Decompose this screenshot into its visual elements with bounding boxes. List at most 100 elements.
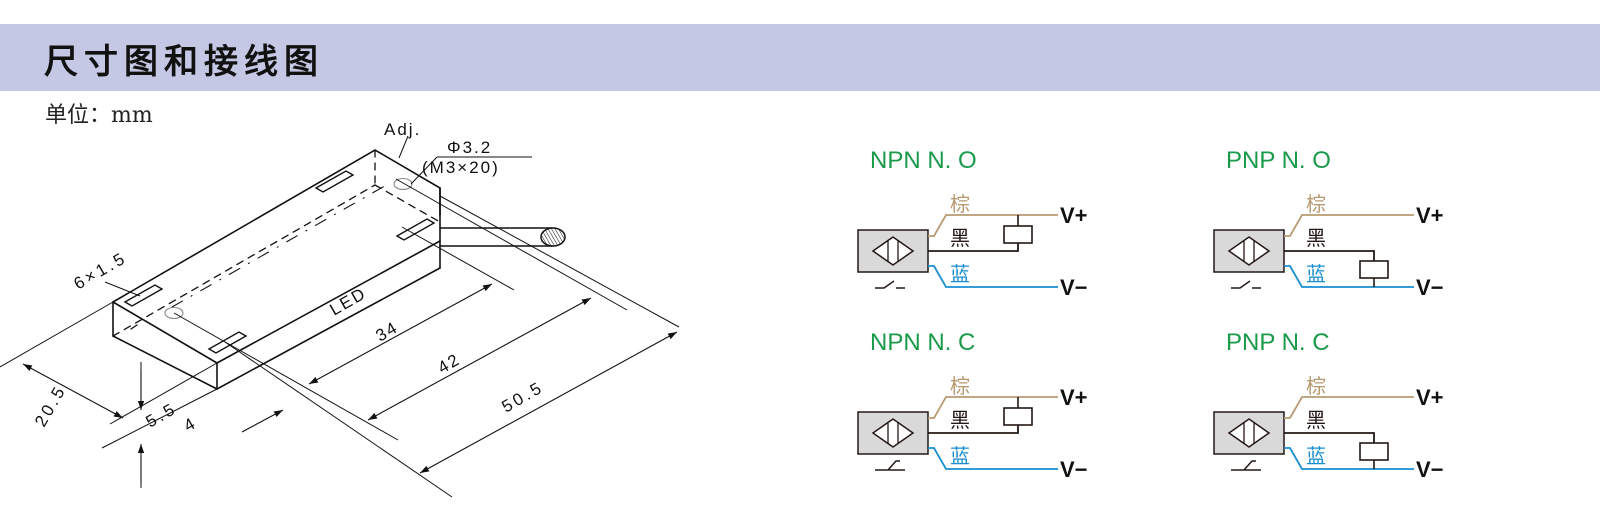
brown-wire <box>1284 396 1414 419</box>
load-relay-icon <box>1359 442 1389 461</box>
wiring-diagram-pnp-no: PNP N. O 棕蓝黑 V+ V− <box>1213 147 1444 300</box>
leader-adj <box>398 135 409 159</box>
wire-label-brown: 棕 <box>1306 374 1326 398</box>
wiring-diagram-title: NPN N. C <box>870 329 975 356</box>
black-wire <box>1284 250 1375 261</box>
label-length-34: 34 <box>373 318 402 346</box>
label-height-5-5: 5.5 <box>143 399 181 432</box>
ext-slot-front <box>224 341 453 498</box>
brown-wire <box>928 214 1058 237</box>
wire-label-blue: 蓝 <box>1306 262 1326 286</box>
supply-label-positive: V+ <box>1416 385 1444 410</box>
wiring-diagram-npn-nc: NPN N. C 棕蓝黑 V+ V− <box>857 329 1088 482</box>
adjust-hole-front <box>164 306 184 320</box>
body-front-top-edge <box>112 301 218 364</box>
supply-label-negative: V− <box>1416 275 1444 300</box>
normally-open-contact-icon <box>1231 280 1261 289</box>
wire-label-black: 黑 <box>950 226 970 250</box>
ext-left-width <box>0 301 114 368</box>
body-long-bottom-edge <box>216 267 441 390</box>
hidden-edge-back-bottom <box>112 184 376 337</box>
load-relay-icon <box>1359 260 1389 279</box>
black-wire <box>1284 432 1375 443</box>
hidden-edge-right-bottom <box>374 184 441 223</box>
body-front-bottom-edge <box>112 335 218 390</box>
ext-cable-slot <box>401 226 515 291</box>
label-length-42: 42 <box>435 350 464 378</box>
blue-wire <box>1284 447 1414 470</box>
label-screw-size: (M3×20) <box>422 158 500 177</box>
ext-hole-back <box>395 178 628 311</box>
leader-slot <box>104 281 141 297</box>
dim-line-42 <box>367 297 592 421</box>
label-adj: Adj. <box>384 120 421 139</box>
brown-wire <box>928 396 1058 419</box>
proximity-diamond-icon <box>1227 418 1271 448</box>
dimension-labels: Adj. Φ3.2 (M3×20) 6×1.5 LED 20.5 5.5 4 3… <box>31 120 547 435</box>
wire-label-brown: 棕 <box>950 192 970 216</box>
wire-label-blue: 蓝 <box>950 262 970 286</box>
section-title: 尺寸图和接线图 <box>44 42 324 82</box>
wire-label-blue: 蓝 <box>950 444 970 468</box>
proximity-diamond-icon <box>1227 236 1271 266</box>
wire-label-black: 黑 <box>1306 408 1326 432</box>
ext-hole-centerline <box>173 312 399 441</box>
wire-label-black: 黑 <box>1306 226 1326 250</box>
black-wire <box>928 243 1019 252</box>
wiring-diagram-npn-no: NPN N. O 棕蓝黑 V+ V− <box>857 147 1088 300</box>
mounting-slot-back-left <box>314 170 355 193</box>
black-wire <box>928 425 1019 434</box>
wiring-diagram-pnp-nc: PNP N. C 棕蓝黑 V+ V− <box>1213 329 1444 482</box>
supply-label-negative: V− <box>1416 457 1444 482</box>
ext-cable-end <box>439 195 680 328</box>
label-offset-4: 4 <box>181 414 199 435</box>
blue-wire <box>928 265 1058 288</box>
mounting-slot-front-left <box>123 284 164 307</box>
leader-hole <box>410 156 438 185</box>
body-top-face <box>112 149 441 303</box>
wiring-diagram-title: PNP N. O <box>1226 147 1331 174</box>
normally-closed-contact-icon <box>875 460 905 471</box>
normally-closed-contact-icon <box>1231 460 1261 471</box>
supply-label-positive: V+ <box>1416 203 1444 228</box>
brown-wire <box>1284 214 1414 237</box>
dim-line-50-5 <box>419 331 678 474</box>
supply-label-positive: V+ <box>1060 385 1088 410</box>
wiring-diagram-title: NPN N. O <box>870 147 977 174</box>
ext-front-bottom-2 <box>101 388 218 449</box>
wire-label-black: 黑 <box>950 408 970 432</box>
unit-label: 单位：mm <box>45 103 153 128</box>
section-header-banner: 尺寸图和接线图 <box>0 24 1600 91</box>
load-relay-icon <box>1003 225 1033 244</box>
proximity-diamond-icon <box>871 236 915 266</box>
blue-wire <box>928 447 1058 470</box>
supply-label-negative: V− <box>1060 275 1088 300</box>
hidden-tick-front <box>130 324 138 330</box>
label-length-50-5: 50.5 <box>499 377 548 416</box>
wire-label-brown: 棕 <box>1306 192 1326 216</box>
mounting-slot-back-right <box>395 218 436 241</box>
mounting-slot-front-right <box>207 331 248 354</box>
dimension-lines <box>22 283 678 484</box>
cable-end-section <box>540 227 566 247</box>
label-slot-size: 6×1.5 <box>71 248 131 293</box>
wire-label-blue: 蓝 <box>1306 444 1326 468</box>
dim-line-width-20-5 <box>22 363 124 419</box>
dim-arrow-offset-4 <box>241 409 284 433</box>
ext-front-bottom-1 <box>109 362 218 425</box>
blue-wire <box>1284 265 1414 288</box>
supply-label-negative: V− <box>1060 457 1088 482</box>
normally-open-contact-icon <box>875 280 905 289</box>
wiring-diagram-title: PNP N. C <box>1226 329 1330 356</box>
wire-label-brown: 棕 <box>950 374 970 398</box>
sensor-body-isometric <box>112 149 566 390</box>
label-width-20-5: 20.5 <box>31 381 70 430</box>
adjust-hole-back <box>393 177 413 191</box>
label-led: LED <box>327 283 370 319</box>
supply-label-positive: V+ <box>1060 203 1088 228</box>
label-hole-diameter: Φ3.2 <box>447 138 492 157</box>
proximity-diamond-icon <box>871 418 915 448</box>
load-relay-icon <box>1003 407 1033 426</box>
